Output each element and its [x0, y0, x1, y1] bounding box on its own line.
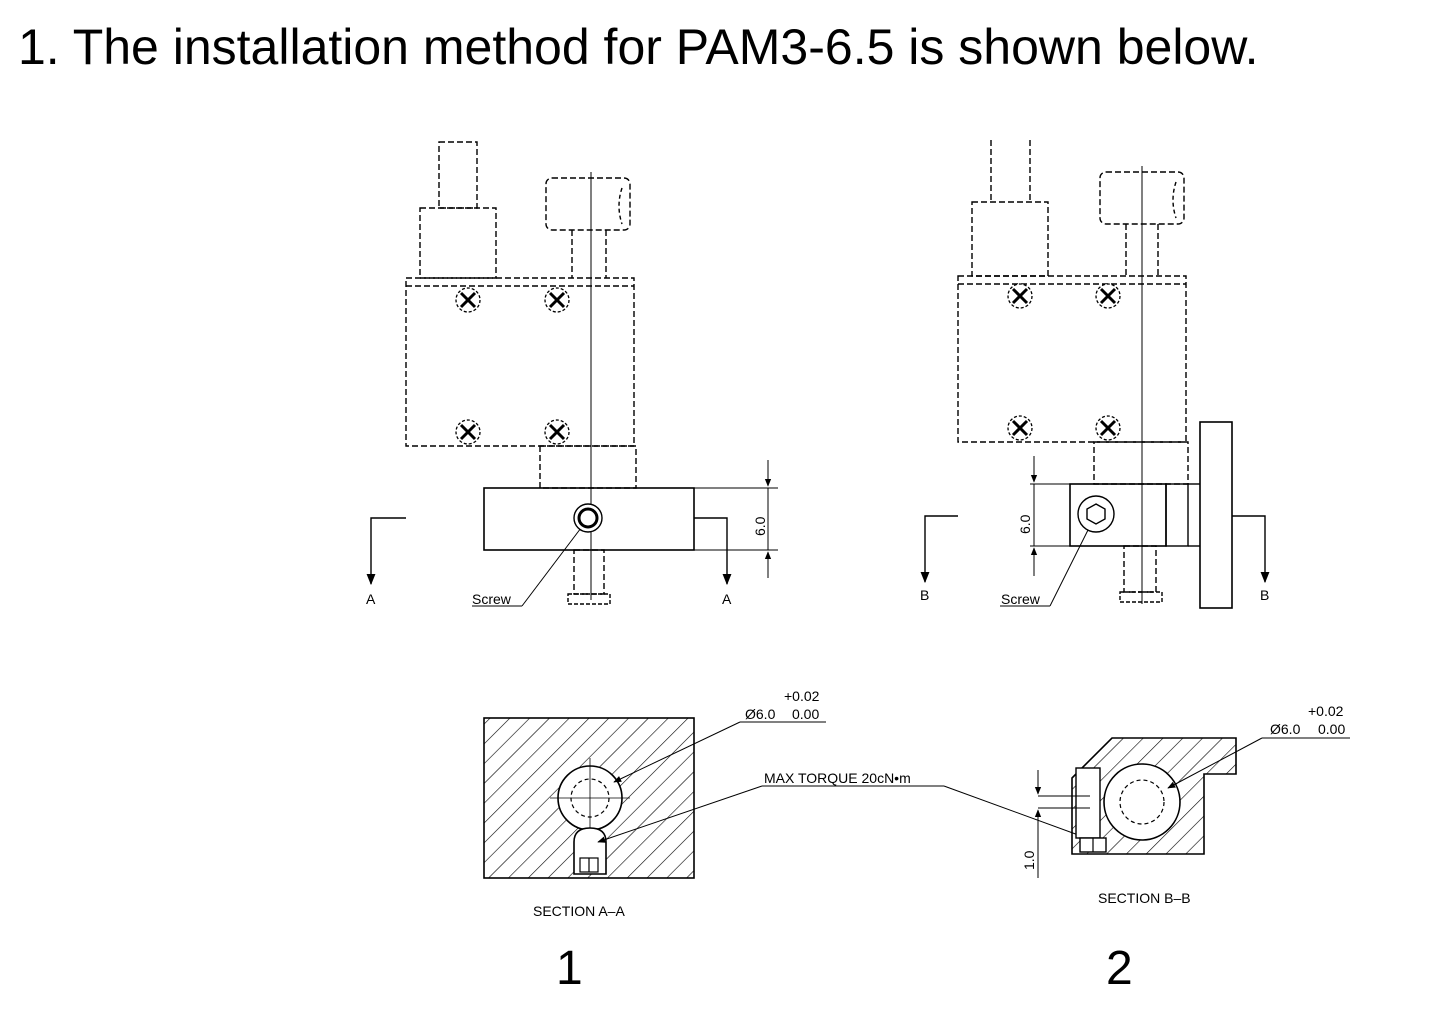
section-b-b — [1034, 737, 1350, 878]
torque-note: MAX TORQUE 20cN•m — [764, 770, 911, 786]
section-marker-a-right: A — [722, 591, 732, 607]
section-marker-a-left: A — [366, 591, 376, 607]
figure-number-2: 2 — [1106, 942, 1133, 995]
diameter-label-1: Ø6.0 — [745, 706, 776, 722]
dimension-6-view1: 6.0 — [752, 516, 768, 536]
front-view-a-screws — [454, 286, 603, 533]
section-title-b: SECTION B–B — [1098, 890, 1191, 906]
screw-label-1: Screw — [472, 591, 512, 607]
side-view-b — [920, 140, 1270, 609]
tolerance-lower-1: 0.00 — [792, 706, 819, 722]
diameter-label-2: Ø6.0 — [1270, 721, 1301, 737]
section-a-a — [483, 717, 826, 879]
screw-label-2: Screw — [1001, 591, 1041, 607]
page-title: 1. The installation method for PAM3-6.5 … — [18, 19, 1259, 75]
dimension-6-view2: 6.0 — [1017, 514, 1033, 534]
front-view-a — [366, 141, 778, 607]
section-title-a: SECTION A–A — [533, 903, 625, 919]
tolerance-lower-2: 0.00 — [1318, 721, 1345, 737]
torque-leaders — [597, 785, 1093, 843]
tolerance-upper-2: +0.02 — [1308, 703, 1344, 719]
gap-dimension: 1.0 — [1021, 850, 1037, 870]
figure-number-1: 1 — [556, 942, 583, 995]
section-marker-b-right: B — [1260, 587, 1269, 603]
tolerance-upper-1: +0.02 — [784, 688, 820, 704]
section-marker-b-left: B — [920, 587, 929, 603]
side-view-b-screws — [1006, 282, 1122, 533]
